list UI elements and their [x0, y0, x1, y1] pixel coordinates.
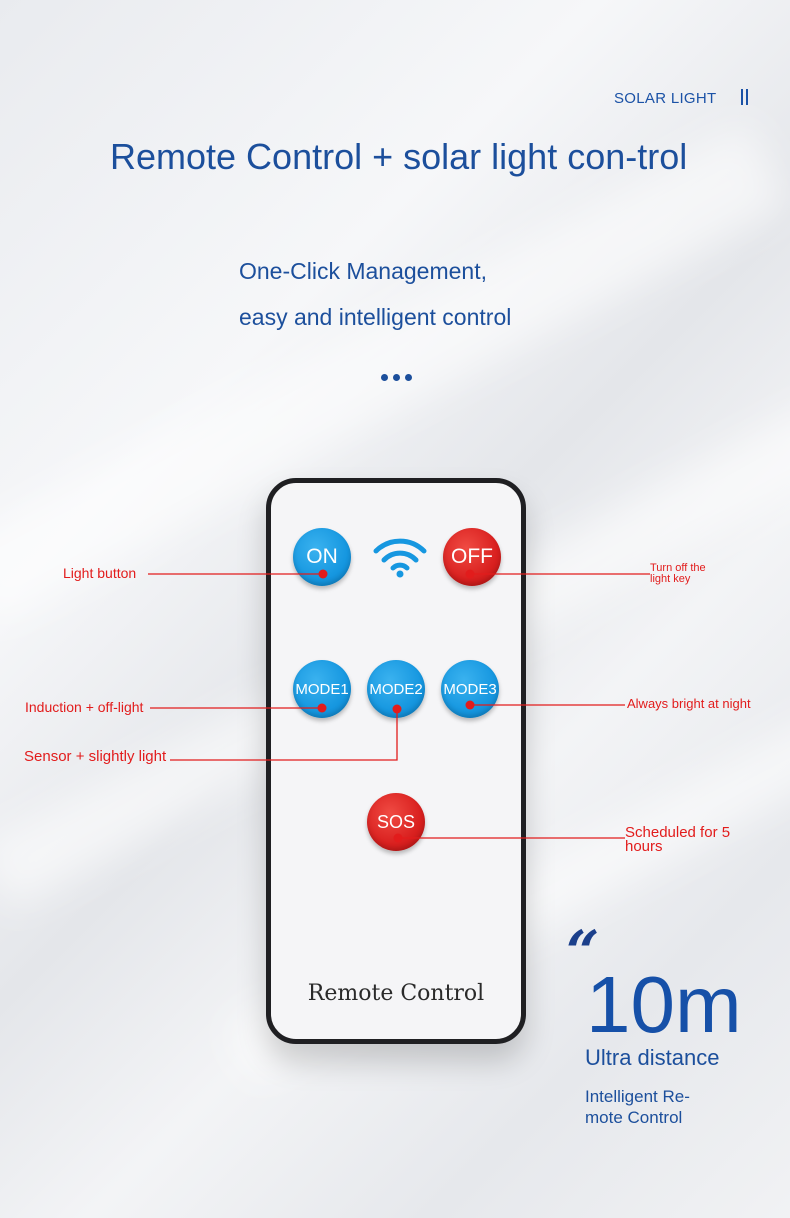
callout-turn-off-1: Turn off the — [650, 562, 706, 574]
off-button[interactable]: OFF — [443, 528, 501, 586]
callout-dot — [392, 704, 402, 714]
callout-light-button: Light button — [63, 565, 137, 581]
callout-always-bright: Always bright at night — [627, 696, 751, 711]
remote-control: ON OFF MODE1 MODE2 MODE3 SOS Remote Cont… — [266, 478, 526, 1044]
callout-dot — [317, 703, 327, 713]
subtitle-line-2: easy and intelligent control — [239, 304, 512, 330]
sensor-line — [170, 709, 398, 761]
callout-dot — [465, 569, 475, 579]
callout-scheduled-1: Scheduled for 5 — [625, 824, 731, 841]
callout-dot — [393, 833, 403, 843]
distance-caption: Ultra distance — [585, 1045, 720, 1070]
distance-value: 10m — [586, 960, 742, 1049]
subtitle-line-1: One-Click Management, — [239, 258, 487, 284]
callout-dot — [318, 569, 328, 579]
callout-turn-off-2: light key — [650, 573, 691, 585]
brand-name: SOLAR LIGHT — [614, 90, 717, 107]
wifi-icon — [373, 538, 427, 578]
on-button[interactable]: ON — [293, 528, 351, 586]
quote-mark-icon: “ — [566, 918, 600, 986]
callout-dot — [465, 700, 475, 710]
callout-scheduled-2: hours — [625, 838, 663, 855]
distance-note: Intelligent Re-mote Control — [585, 1087, 690, 1127]
callout-induction: Induction + off-light — [25, 699, 144, 715]
page-title: Remote Control + solar light con-trol — [110, 136, 688, 177]
remote-label: Remote Control — [307, 981, 485, 1006]
brand-separator-icon — [740, 89, 750, 105]
ellipsis-icon — [381, 374, 421, 382]
callout-sensor: Sensor + slightly light — [24, 748, 167, 765]
